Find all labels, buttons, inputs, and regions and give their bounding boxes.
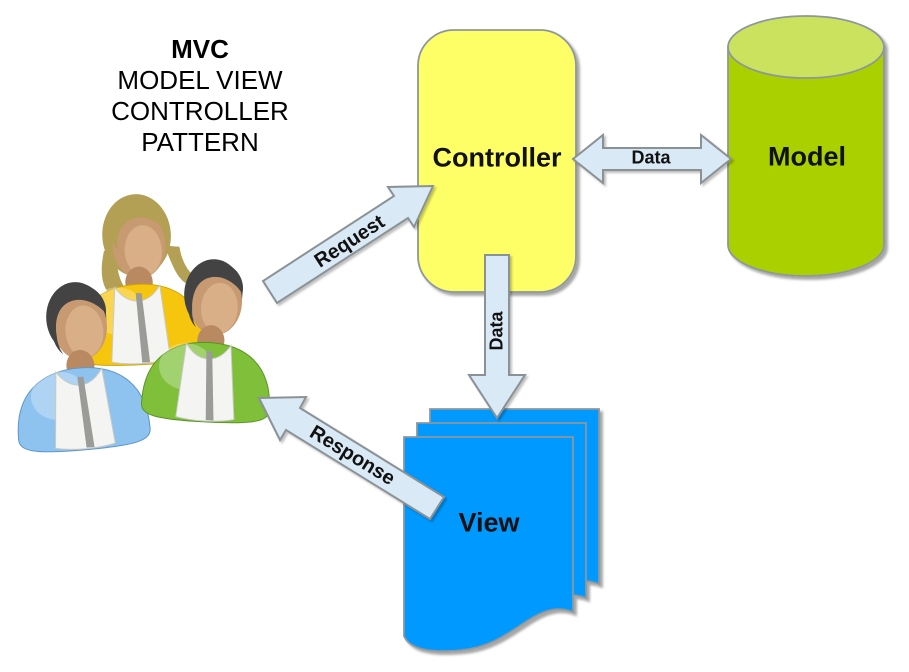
user-man-green	[141, 259, 270, 424]
title-acronym: MVC	[171, 34, 229, 64]
data-arrow-horizontal	[571, 132, 733, 186]
users-icon	[17, 194, 270, 453]
model-cylinder	[727, 15, 885, 277]
model-label: Model	[768, 141, 846, 172]
response-arrow	[257, 395, 446, 521]
request-arrow	[261, 184, 435, 305]
title-full: MODEL VIEW CONTROLLER	[111, 65, 289, 126]
controller-label: Controller	[432, 142, 562, 173]
title-pattern: PATTERN	[141, 127, 259, 157]
view-label: View	[458, 507, 520, 538]
data-label-controller-view: Data	[486, 311, 507, 351]
data-label-controller-model: Data	[631, 147, 671, 168]
view-stack	[403, 408, 600, 652]
user-man-blue	[17, 282, 151, 453]
view-page-front	[403, 436, 574, 652]
data-arrow-vertical	[467, 254, 527, 420]
diagram-title: MVC MODEL VIEW CONTROLLER PATTERN	[30, 34, 370, 158]
